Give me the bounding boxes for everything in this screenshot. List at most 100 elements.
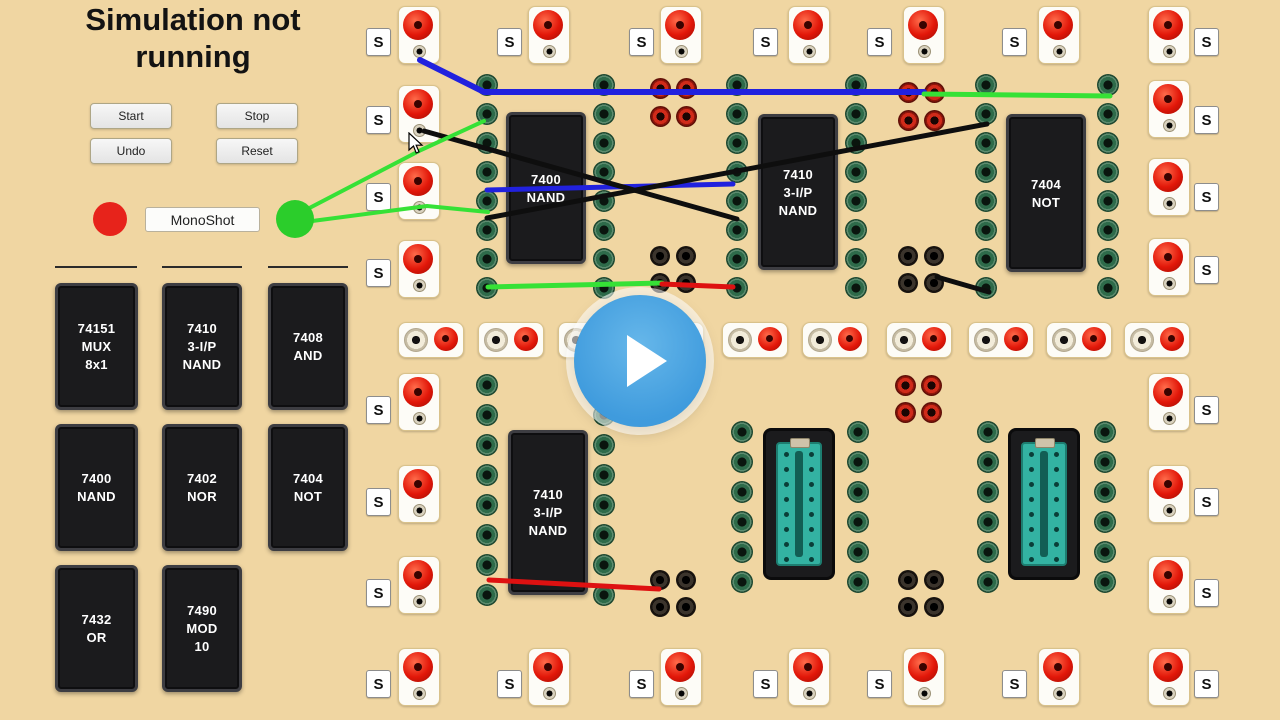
io-post[interactable]	[398, 322, 464, 358]
io-post[interactable]	[1124, 322, 1190, 358]
io-post[interactable]	[968, 322, 1034, 358]
socket-hole[interactable]	[726, 161, 748, 183]
power-socket[interactable]	[898, 82, 919, 103]
socket-hole[interactable]	[593, 132, 615, 154]
binding-post[interactable]	[903, 648, 945, 706]
socket-hole[interactable]	[1097, 74, 1119, 96]
binding-post[interactable]	[398, 6, 440, 64]
socket-hole[interactable]	[1097, 190, 1119, 212]
socket-hole[interactable]	[476, 74, 498, 96]
switch-button[interactable]: S	[1194, 106, 1219, 134]
switch-button[interactable]: S	[1002, 28, 1027, 56]
socket-hole[interactable]	[975, 277, 997, 299]
socket-hole[interactable]	[593, 434, 615, 456]
switch-button[interactable]: S	[366, 183, 391, 211]
socket-hole[interactable]	[975, 132, 997, 154]
socket-hole[interactable]	[975, 161, 997, 183]
socket-hole[interactable]	[593, 554, 615, 576]
socket-hole[interactable]	[476, 554, 498, 576]
switch-button[interactable]: S	[366, 488, 391, 516]
ground-socket[interactable]	[676, 570, 696, 590]
binding-post[interactable]	[788, 6, 830, 64]
switch-button[interactable]: S	[1194, 183, 1219, 211]
io-post[interactable]	[478, 322, 544, 358]
socket-hole[interactable]	[975, 248, 997, 270]
binding-post[interactable]	[788, 648, 830, 706]
switch-button[interactable]: S	[497, 28, 522, 56]
socket-hole[interactable]	[845, 103, 867, 125]
binding-post[interactable]	[528, 648, 570, 706]
socket-hole[interactable]	[845, 190, 867, 212]
io-post[interactable]	[802, 322, 868, 358]
socket-hole[interactable]	[1097, 161, 1119, 183]
binding-post[interactable]	[1038, 6, 1080, 64]
socket-hole[interactable]	[476, 404, 498, 426]
ground-socket[interactable]	[676, 273, 696, 293]
power-socket[interactable]	[895, 402, 916, 423]
switch-button[interactable]: S	[366, 28, 391, 56]
socket-hole[interactable]	[593, 161, 615, 183]
socket-hole[interactable]	[476, 524, 498, 546]
switch-button[interactable]: S	[366, 106, 391, 134]
socket-hole[interactable]	[731, 451, 753, 473]
switch-button[interactable]: S	[1194, 488, 1219, 516]
socket-hole[interactable]	[975, 74, 997, 96]
zif-socket[interactable]	[763, 428, 835, 580]
ground-socket[interactable]	[676, 597, 696, 617]
socket-hole[interactable]	[731, 541, 753, 563]
socket-hole[interactable]	[593, 103, 615, 125]
binding-post[interactable]	[1148, 80, 1190, 138]
ground-socket[interactable]	[898, 273, 918, 293]
socket-hole[interactable]	[476, 277, 498, 299]
ground-socket[interactable]	[650, 273, 670, 293]
socket-hole[interactable]	[593, 464, 615, 486]
socket-hole[interactable]	[1097, 219, 1119, 241]
socket-hole[interactable]	[726, 190, 748, 212]
switch-button[interactable]: S	[366, 259, 391, 287]
switch-button[interactable]: S	[1194, 670, 1219, 698]
socket-hole[interactable]	[731, 481, 753, 503]
ground-socket[interactable]	[898, 570, 918, 590]
socket-hole[interactable]	[1094, 421, 1116, 443]
socket-hole[interactable]	[1097, 248, 1119, 270]
ground-socket[interactable]	[924, 273, 944, 293]
power-socket[interactable]	[676, 106, 697, 127]
start-button[interactable]: Start	[90, 103, 172, 129]
socket-hole[interactable]	[847, 481, 869, 503]
ground-socket[interactable]	[924, 597, 944, 617]
socket-hole[interactable]	[593, 494, 615, 516]
socket-hole[interactable]	[847, 511, 869, 533]
switch-button[interactable]: S	[366, 670, 391, 698]
power-socket[interactable]	[650, 106, 671, 127]
switch-button[interactable]: S	[753, 28, 778, 56]
ground-socket[interactable]	[650, 570, 670, 590]
socket-hole[interactable]	[845, 248, 867, 270]
binding-post[interactable]	[1148, 6, 1190, 64]
ground-socket[interactable]	[650, 597, 670, 617]
socket-hole[interactable]	[847, 541, 869, 563]
switch-button[interactable]: S	[629, 28, 654, 56]
binding-post[interactable]	[398, 162, 440, 220]
ground-socket[interactable]	[676, 246, 696, 266]
socket-hole[interactable]	[593, 524, 615, 546]
socket-hole[interactable]	[977, 541, 999, 563]
socket-hole[interactable]	[476, 464, 498, 486]
reset-button[interactable]: Reset	[216, 138, 298, 164]
binding-post[interactable]	[660, 648, 702, 706]
switch-button[interactable]: S	[1002, 670, 1027, 698]
socket-hole[interactable]	[726, 132, 748, 154]
socket-hole[interactable]	[845, 132, 867, 154]
socket-hole[interactable]	[476, 434, 498, 456]
socket-hole[interactable]	[731, 421, 753, 443]
socket-hole[interactable]	[593, 277, 615, 299]
ground-socket[interactable]	[650, 246, 670, 266]
play-button[interactable]	[574, 295, 706, 427]
